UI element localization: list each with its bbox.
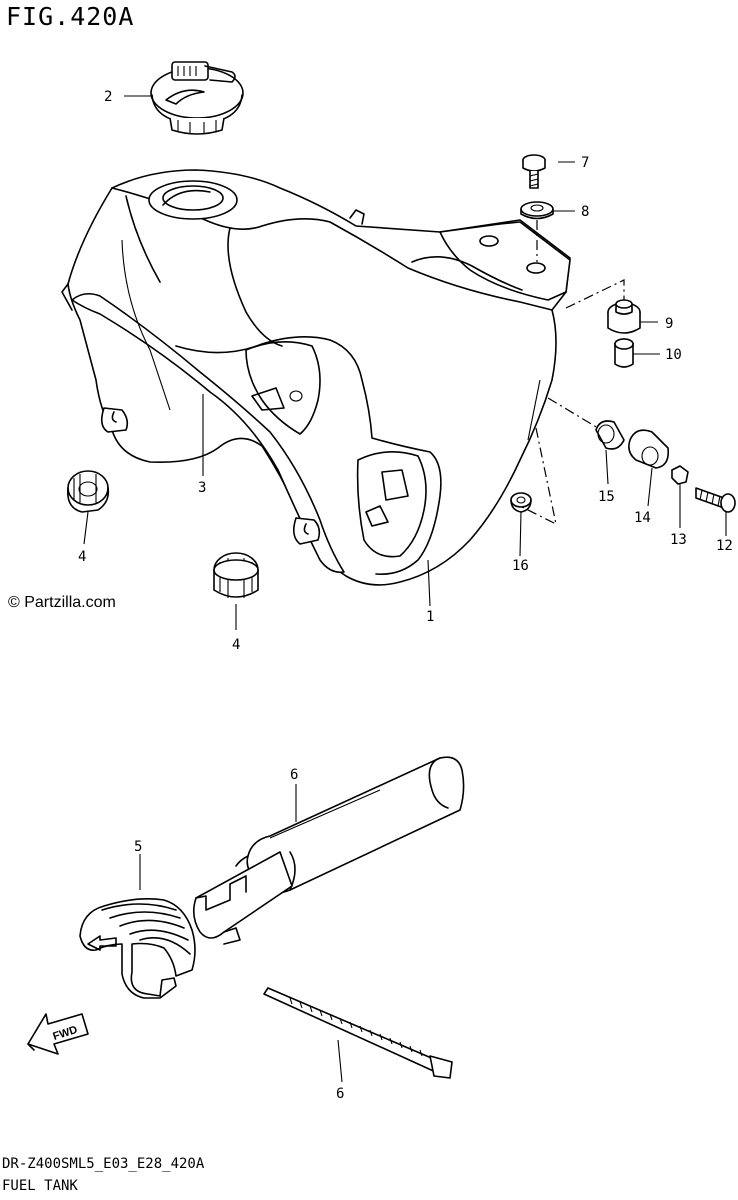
fuel-tank-drawing bbox=[61, 169, 571, 586]
callout-8: 7 bbox=[581, 155, 589, 171]
model-code: DR-Z400SML5_E03_E28_420A bbox=[2, 1156, 205, 1172]
nut-drawing bbox=[671, 465, 689, 485]
clamp-drawing bbox=[79, 898, 196, 999]
figure-title: FIG.420A bbox=[6, 2, 135, 31]
callout-9: 8 bbox=[581, 204, 589, 220]
callout-6: 6 bbox=[336, 1086, 344, 1102]
callout-13: 13 bbox=[670, 532, 687, 548]
collar-drawing bbox=[614, 338, 634, 368]
cushion-drawing bbox=[66, 470, 110, 513]
callout-5: 5 bbox=[134, 839, 142, 855]
hose-drawing bbox=[192, 756, 465, 945]
rear-damper-drawing bbox=[595, 420, 625, 450]
callout-4b: 4 bbox=[232, 637, 240, 653]
fuel-cap-drawing bbox=[150, 61, 244, 135]
callout-2: 2 bbox=[104, 89, 112, 105]
section-name: FUEL TANK bbox=[2, 1178, 78, 1194]
grommet-drawing bbox=[510, 492, 532, 513]
cushion-drawing-b bbox=[213, 552, 259, 598]
fwd-arrow-icon: FWD bbox=[27, 1013, 89, 1055]
collar-large-drawing bbox=[628, 429, 670, 469]
screw-drawing bbox=[695, 487, 736, 513]
washer-drawing bbox=[520, 201, 554, 220]
callout-1: 1 bbox=[426, 609, 434, 625]
bolt-drawing bbox=[522, 154, 546, 189]
callout-14: 14 bbox=[634, 510, 651, 526]
callout-7: 6 bbox=[290, 767, 298, 783]
copyright-text: © Partzilla.com bbox=[8, 594, 116, 611]
callout-11: 10 bbox=[665, 347, 682, 363]
callout-4a: 4 bbox=[78, 549, 86, 565]
callout-16: 16 bbox=[512, 558, 529, 574]
callout-3: 3 bbox=[198, 480, 206, 496]
cable-tie-drawing bbox=[263, 987, 453, 1079]
callout-12: 12 bbox=[716, 538, 733, 554]
damper-drawing bbox=[607, 299, 641, 334]
callout-10: 9 bbox=[665, 316, 673, 332]
callout-15: 15 bbox=[598, 489, 615, 505]
